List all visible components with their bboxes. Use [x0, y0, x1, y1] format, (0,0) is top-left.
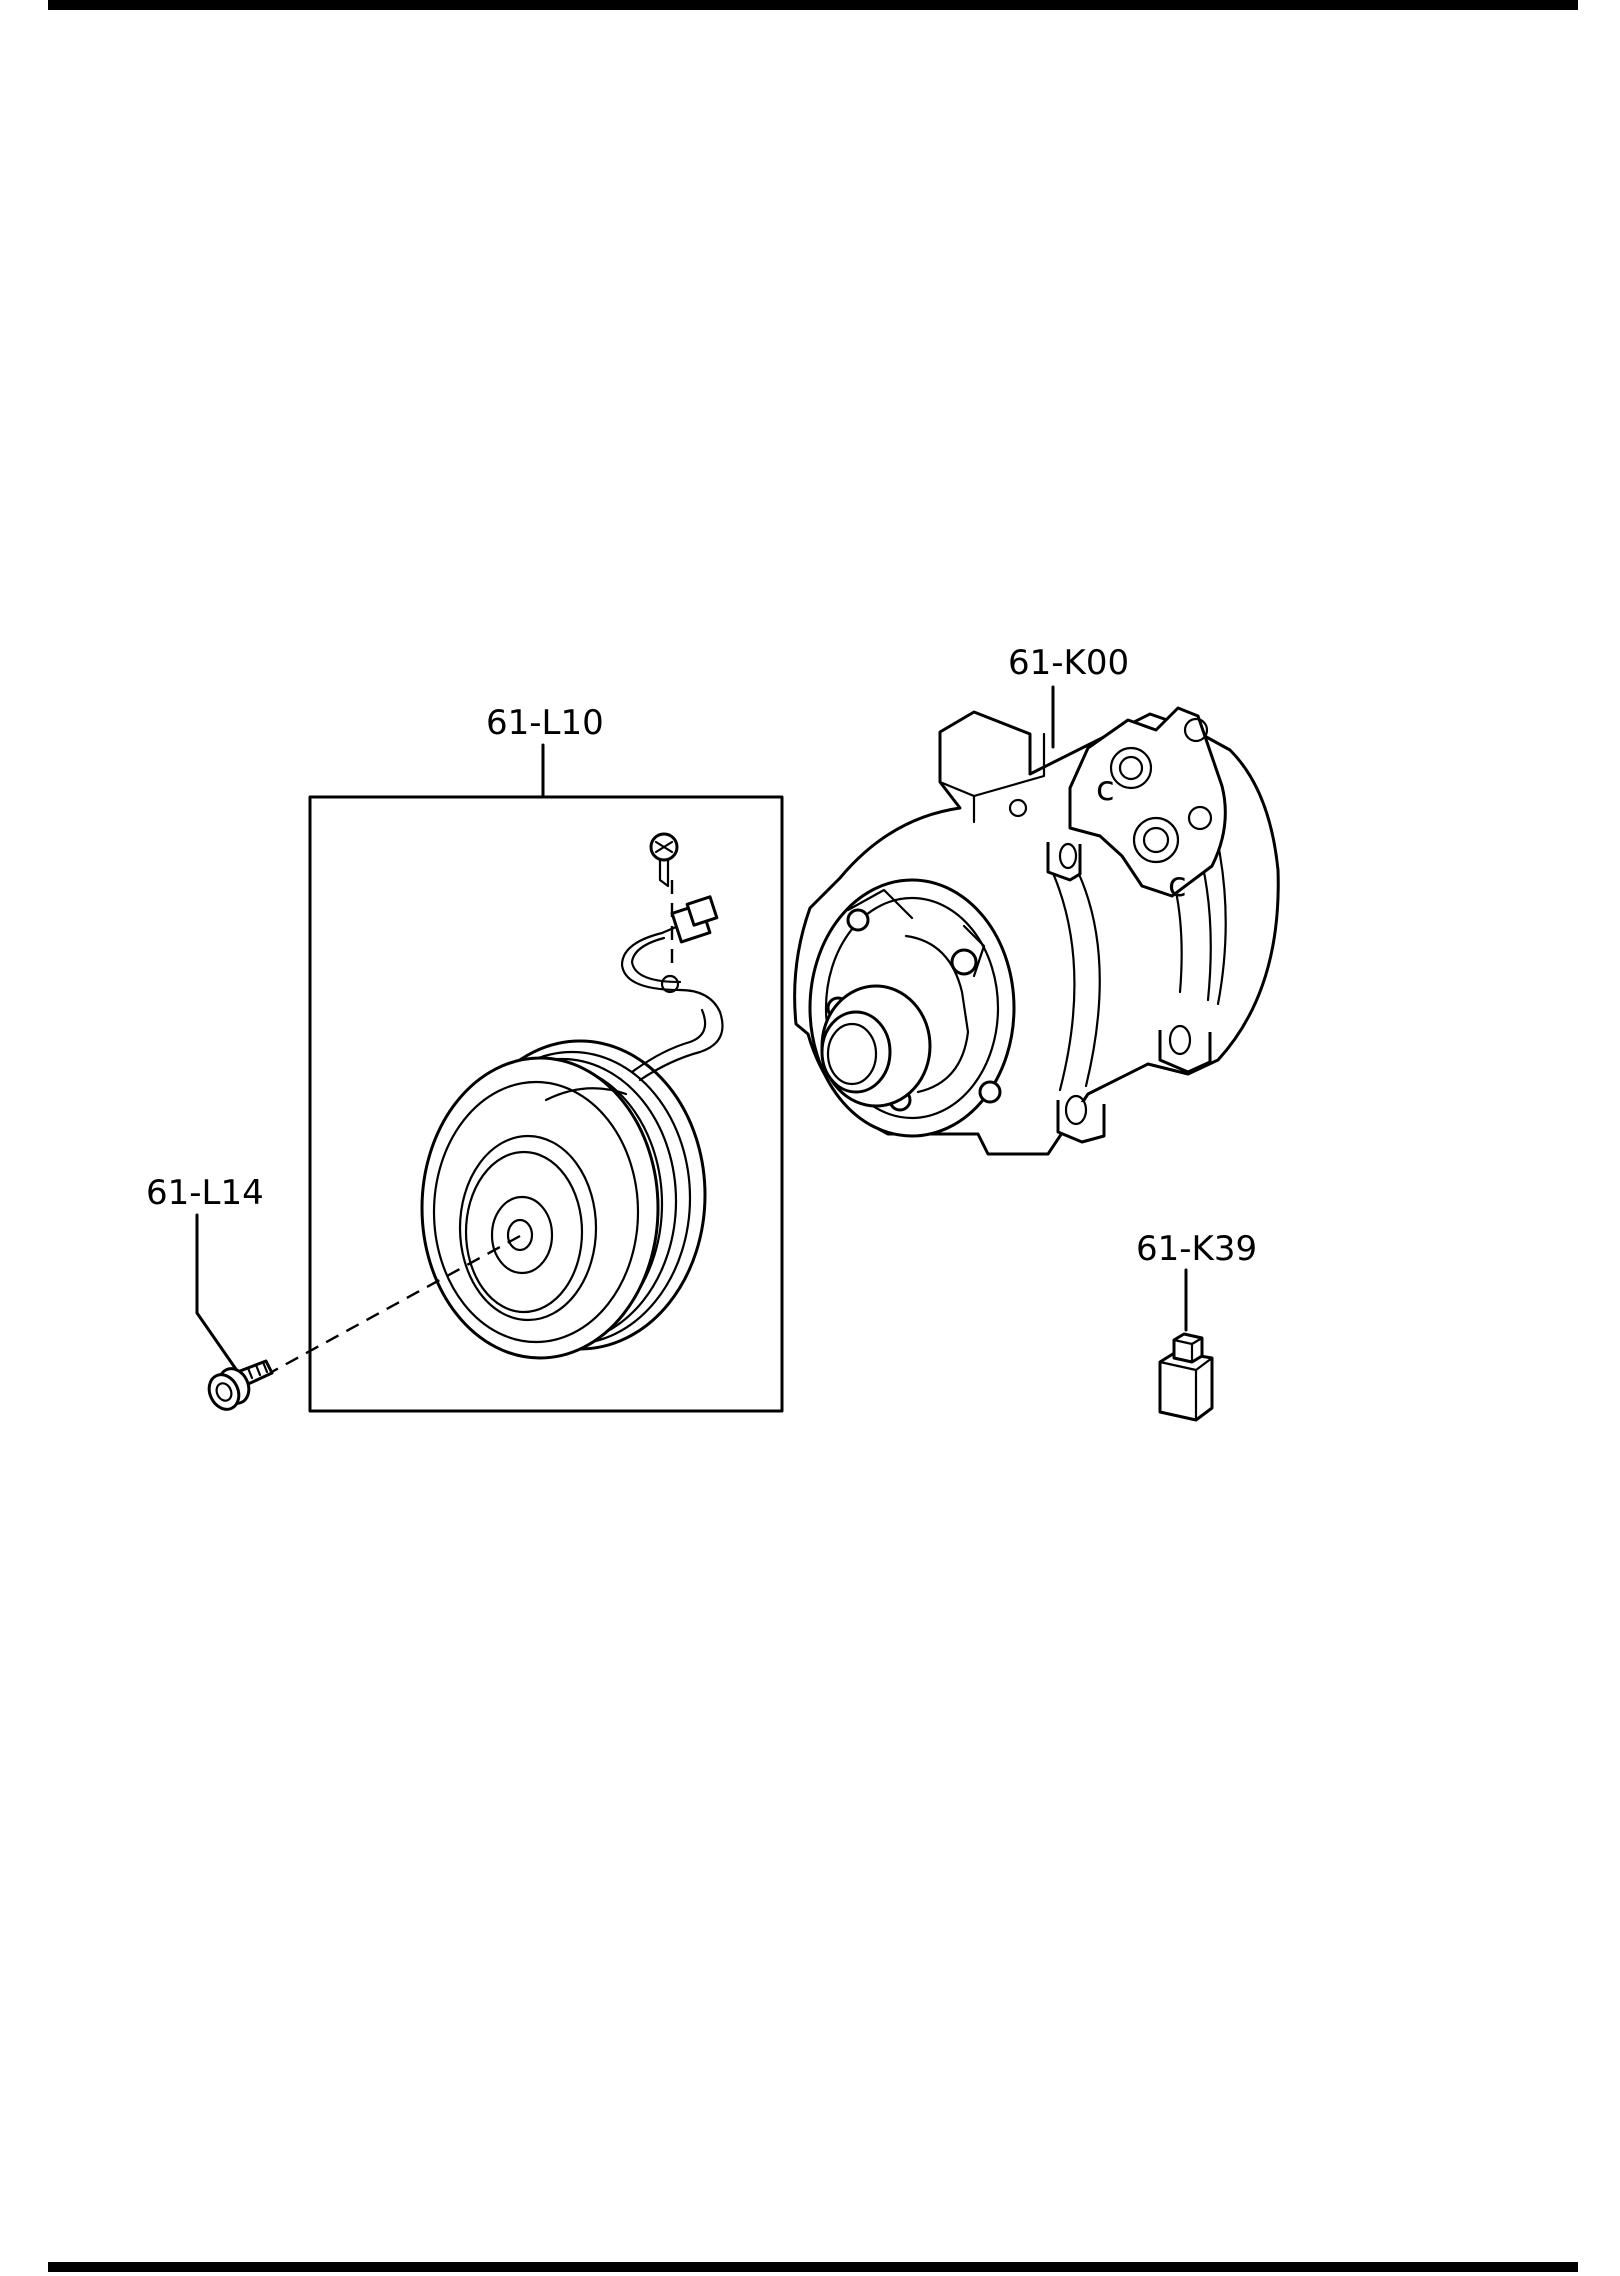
clutch-assembly-box — [308, 795, 784, 1413]
pulley-icon — [420, 1039, 707, 1360]
lead-wire-icon — [620, 880, 724, 1082]
clutch-assembly — [267, 743, 784, 1413]
callout-switch: 61-K39 — [1136, 1229, 1257, 1269]
compressor: c c — [793, 685, 1280, 1156]
bolt-icon — [207, 1359, 274, 1411]
screw-icon — [649, 832, 679, 888]
bolt-part — [195, 1213, 274, 1411]
callout-bolt: 61-L14 — [146, 1173, 264, 1213]
callout-compressor: 61-K00 — [1008, 643, 1129, 683]
bottom-rule — [48, 2262, 1578, 2272]
compressor-icon: c c — [793, 706, 1280, 1156]
callout-clutch-assembly: 61-L10 — [486, 703, 604, 743]
svg-text:c: c — [1168, 865, 1187, 905]
top-rule — [48, 0, 1578, 10]
switch-part — [1158, 1268, 1214, 1422]
svg-text:c: c — [1096, 769, 1115, 809]
switch-icon — [1158, 1332, 1214, 1422]
